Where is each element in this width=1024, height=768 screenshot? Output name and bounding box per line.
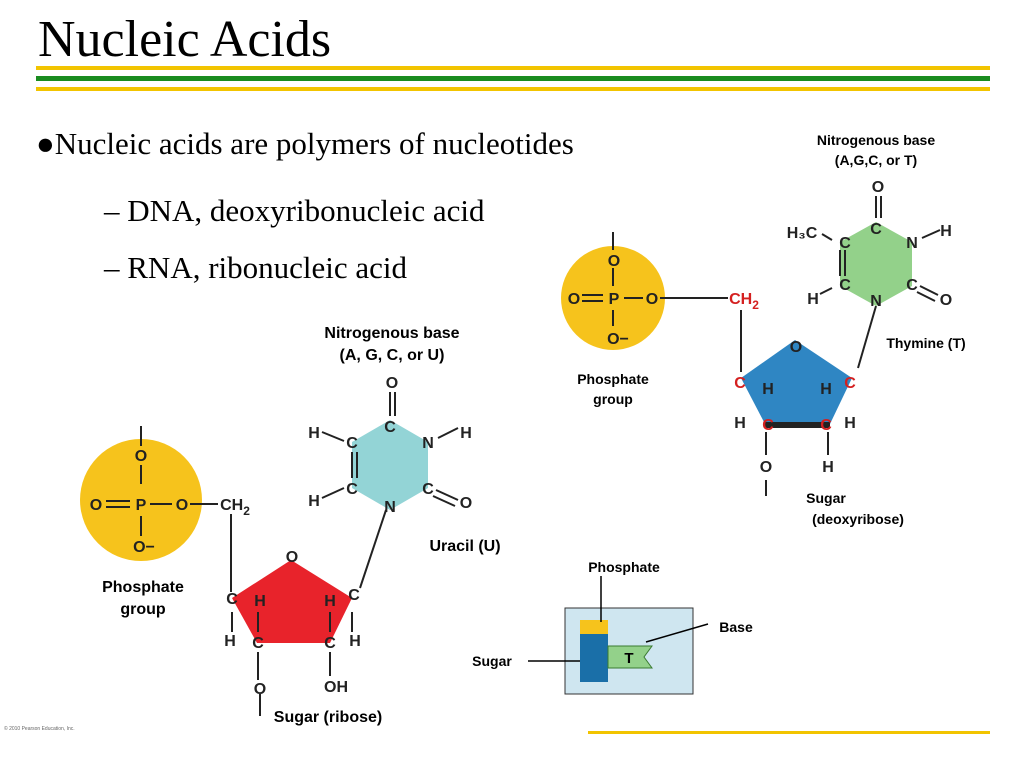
rna-base-c-lr: C xyxy=(422,481,434,498)
dna-phosphate-circle xyxy=(561,246,665,350)
dna-base-h-right: H xyxy=(940,223,952,240)
dna-c4: C xyxy=(734,375,746,392)
rna-phosphate-label-2: group xyxy=(120,601,166,618)
rna-c3: C xyxy=(252,635,264,652)
rna-o-c3: O xyxy=(254,681,266,698)
rna-base-h-right: H xyxy=(460,425,472,442)
dna-phosphate-label-2: group xyxy=(593,391,633,407)
rna-ribose-ring xyxy=(232,560,352,643)
dna-ch2: CH2 xyxy=(729,291,759,312)
rna-base-c-top: C xyxy=(384,419,396,436)
dna-c1: C xyxy=(844,375,856,392)
dna-base-heading-2: (A,G,C, or T) xyxy=(835,152,917,168)
dna-base-n-bottom: N xyxy=(870,293,882,310)
dna-phos-p: P xyxy=(609,291,620,308)
rna-phos-o-minus: O− xyxy=(133,539,155,556)
title-rule-green xyxy=(36,66,990,70)
rna-h-c2up: H xyxy=(254,593,266,610)
bullet-rna: – RNA, ribonucleic acid xyxy=(104,250,408,285)
dna-h-c1up: H xyxy=(820,381,832,398)
dna-phos-o-left: O xyxy=(568,291,580,308)
bullet-dna: – DNA, deoxyribonucleic acid xyxy=(104,193,485,228)
dna-base-n-right: N xyxy=(906,235,918,252)
rna-phos-o-right: O xyxy=(176,497,188,514)
dna-c2: C xyxy=(820,417,832,434)
dna-h-c1: H xyxy=(844,415,856,432)
schematic-nucleotide: T Phosphate Base Sugar xyxy=(472,559,753,695)
rna-h-c3up: H xyxy=(324,593,336,610)
dna-deoxyribose-ring xyxy=(741,340,852,424)
dna-sugar-label-1: Sugar xyxy=(806,490,846,506)
rna-uracil-ring xyxy=(352,420,428,510)
rna-atom-labels: O O P O O− CH2 O C C H H H H C C O OH O … xyxy=(90,375,472,698)
rna-base-n-right: N xyxy=(422,435,434,452)
rna-phos-p: P xyxy=(136,497,147,514)
dna-phos-o-right: O xyxy=(646,291,658,308)
schematic-phosphate-label: Phosphate xyxy=(588,559,660,575)
rna-nucleotide xyxy=(80,392,459,716)
rna-base-h-ll: H xyxy=(308,493,320,510)
dna-h-c4up: H xyxy=(762,381,774,398)
dna-base-name: Thymine (T) xyxy=(886,335,965,351)
dna-base-c-top: C xyxy=(870,221,882,238)
rna-base-c-ll: C xyxy=(346,481,358,498)
title-rule-green-2 xyxy=(36,76,990,81)
schematic-sugar-block xyxy=(580,634,608,682)
dna-c3: C xyxy=(762,417,774,434)
dna-base-o-lr: O xyxy=(940,292,952,309)
schematic-flag-letter: T xyxy=(624,650,633,667)
rna-base-o-lr: O xyxy=(460,495,472,512)
rna-ch2: CH2 xyxy=(220,497,250,518)
dna-h-c2: H xyxy=(822,459,834,476)
rna-captions: Nitrogenous base (A, G, C, or U) Uracil … xyxy=(102,325,500,726)
rna-c4: C xyxy=(226,591,238,608)
bullet-main: ●Nucleic acids are polymers of nucleotid… xyxy=(36,126,574,161)
footer-rule xyxy=(588,731,990,734)
dna-phos-o-minus: O− xyxy=(607,331,629,348)
dna-phos-o-top: O xyxy=(608,253,620,270)
dna-base-heading-1: Nitrogenous base xyxy=(817,132,935,148)
rna-h-c1: H xyxy=(349,633,361,650)
dna-sugar-label-2: (deoxyribose) xyxy=(812,511,904,527)
dna-nucleotide xyxy=(561,196,941,496)
rna-base-heading-1: Nitrogenous base xyxy=(324,325,459,342)
rna-ring-o: O xyxy=(286,549,298,566)
schematic-base-flag xyxy=(607,645,653,669)
dna-h-c4: H xyxy=(734,415,746,432)
dna-ring-o: O xyxy=(790,339,802,356)
copyright-credit: © 2010 Pearson Education, Inc. xyxy=(4,726,75,732)
title-rule-yellow xyxy=(36,87,990,91)
rna-phosphate-label-1: Phosphate xyxy=(102,579,184,596)
dna-base-o-top: O xyxy=(872,179,884,196)
dna-base-c-ul: C xyxy=(839,235,851,252)
schematic-sugar-label: Sugar xyxy=(472,653,512,669)
rna-base-c-ul: C xyxy=(346,435,358,452)
schematic-base-label: Base xyxy=(719,619,753,635)
dna-captions: Nitrogenous base (A,G,C, or T) Thymine (… xyxy=(577,132,965,527)
rna-phos-o-top: O xyxy=(135,448,147,465)
dna-atom-labels: O O P O O− CH2 O C C H H H H C C O H O C… xyxy=(568,179,952,476)
rna-phos-o-left: O xyxy=(90,497,102,514)
schematic-phosphate-block xyxy=(580,620,608,634)
rna-base-n-bottom: N xyxy=(384,499,396,516)
dna-base-c-lr: C xyxy=(906,277,918,294)
rna-c2: C xyxy=(324,635,336,652)
rna-h-c4: H xyxy=(224,633,236,650)
slide-title: Nucleic Acids xyxy=(38,11,332,68)
rna-base-name: Uracil (U) xyxy=(429,538,500,555)
dna-phosphate-label-1: Phosphate xyxy=(577,371,649,387)
dna-base-h-ll: H xyxy=(807,291,819,308)
dna-base-h3c: H₃C xyxy=(787,225,818,242)
rna-oh-c2: OH xyxy=(324,679,348,696)
rna-base-heading-2: (A, G, C, or U) xyxy=(340,347,445,364)
rna-sugar-label: Sugar (ribose) xyxy=(274,709,382,726)
rna-c1: C xyxy=(348,587,360,604)
rna-phosphate-circle xyxy=(80,439,202,561)
dna-base-c-ll: C xyxy=(839,277,851,294)
rna-base-h-ul: H xyxy=(308,425,320,442)
rna-base-o-top: O xyxy=(386,375,398,392)
dna-o-c3: O xyxy=(760,459,772,476)
dna-thymine-ring xyxy=(840,222,912,306)
